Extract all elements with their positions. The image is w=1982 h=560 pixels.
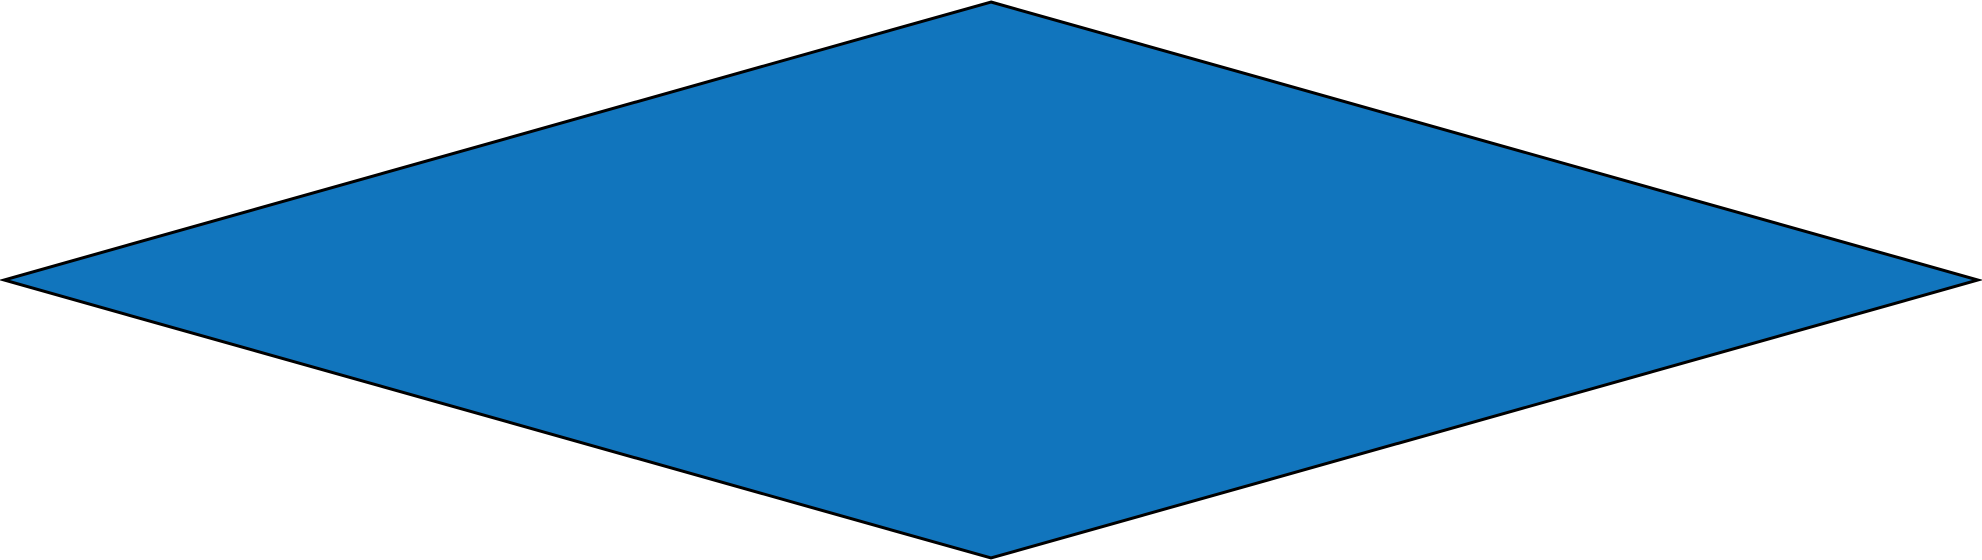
diagram-canvas — [0, 0, 1982, 560]
diagram-svg — [0, 0, 1982, 560]
decision-diamond-shape[interactable] — [0, 0, 1982, 560]
